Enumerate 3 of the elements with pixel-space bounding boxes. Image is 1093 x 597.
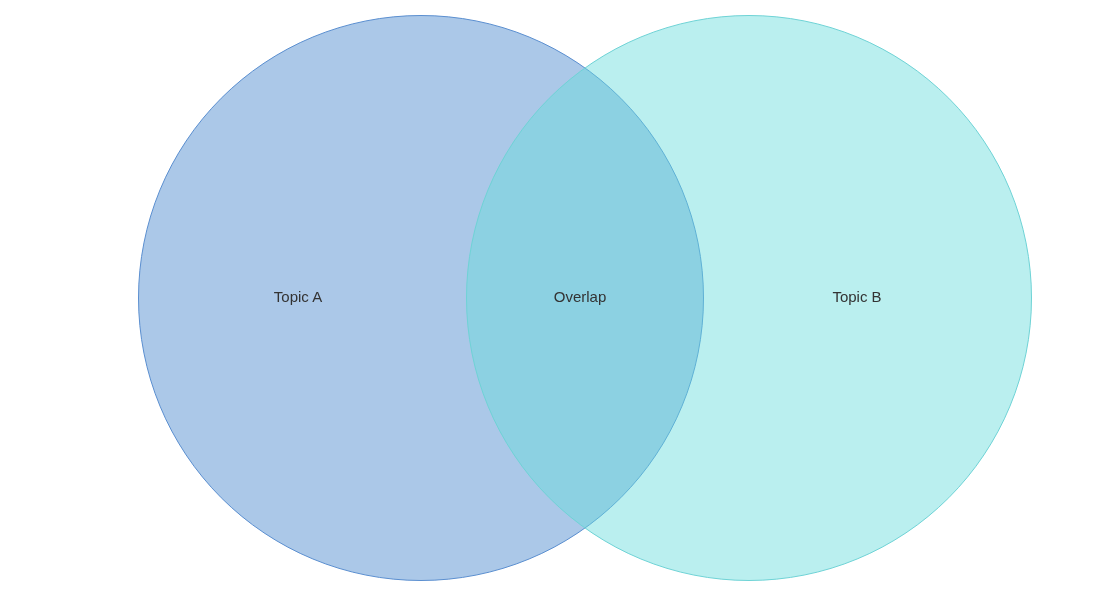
overlap-label: Overlap <box>553 287 607 305</box>
circle-label: Topic B <box>832 287 882 305</box>
circle-label: Topic A <box>273 287 323 305</box>
